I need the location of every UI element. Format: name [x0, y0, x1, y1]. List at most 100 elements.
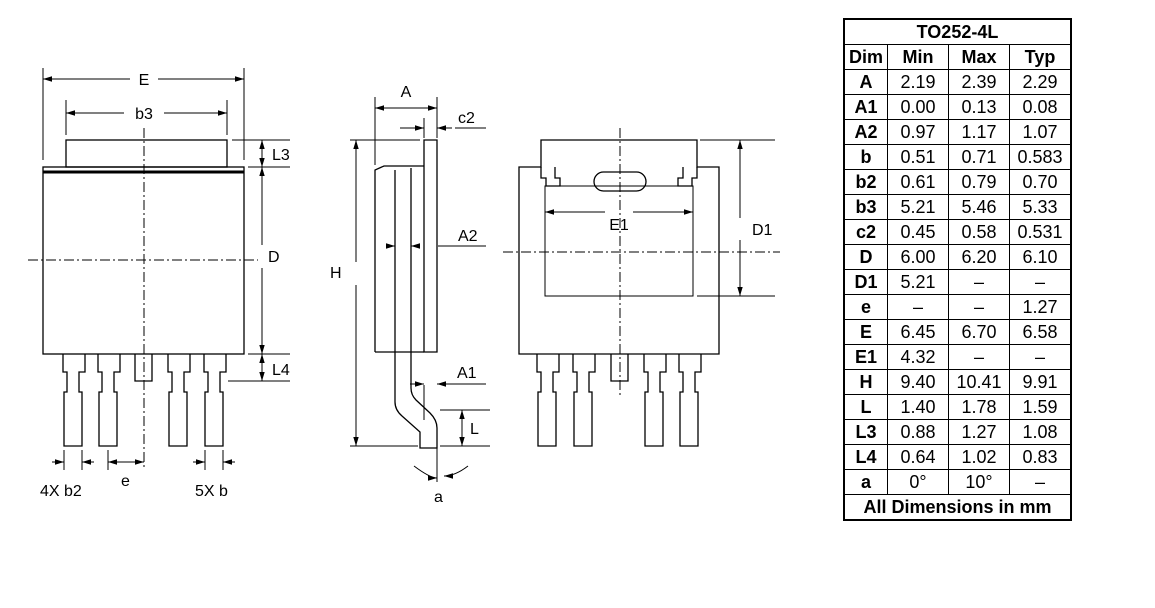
header-max: Max [948, 44, 1010, 70]
cell-max: 1.27 [948, 419, 1010, 445]
front-tab [65, 139, 228, 168]
dim-label-D: D [268, 249, 280, 266]
cell-min: 0° [887, 469, 949, 495]
dim-label-L3: L3 [272, 147, 290, 164]
cell-dim: b [843, 144, 888, 170]
cell-typ: 0.583 [1009, 144, 1072, 170]
cell-dim: E1 [843, 344, 888, 370]
package-outline-drawing: E b3 L3 D L4 4X b2 e 5X b [28, 68, 780, 506]
cell-typ: 6.10 [1009, 244, 1072, 270]
header-dim: Dim [843, 44, 888, 70]
cell-max: 10° [948, 469, 1010, 495]
dim-label-E: E [139, 72, 150, 89]
front-leads [62, 354, 227, 447]
cell-max: 0.58 [948, 219, 1010, 245]
cell-typ: – [1009, 344, 1072, 370]
dim-label-D1: D1 [752, 222, 773, 239]
cell-dim: a [843, 469, 888, 495]
cell-typ: 5.33 [1009, 194, 1072, 220]
cell-typ: 2.29 [1009, 69, 1072, 95]
cell-typ: 0.08 [1009, 94, 1072, 120]
cell-min: 0.88 [887, 419, 949, 445]
cell-typ: 1.07 [1009, 119, 1072, 145]
cell-dim: L [843, 394, 888, 420]
cell-min: – [887, 294, 949, 320]
cell-dim: e [843, 294, 888, 320]
cell-max: 1.17 [948, 119, 1010, 145]
cell-typ: 1.27 [1009, 294, 1072, 320]
cell-dim: A1 [843, 94, 888, 120]
back-leads [536, 354, 702, 447]
cell-min: 0.51 [887, 144, 949, 170]
back-view [503, 128, 780, 447]
cell-min: 2.19 [887, 69, 949, 95]
table-header-row: Dim Min Max Typ [843, 44, 1072, 70]
cell-typ: 0.531 [1009, 219, 1072, 245]
header-typ: Typ [1009, 44, 1072, 70]
cell-max: 0.71 [948, 144, 1010, 170]
cell-max: 2.39 [948, 69, 1010, 95]
cell-max: – [948, 269, 1010, 295]
table-footer: All Dimensions in mm [843, 494, 1072, 521]
cell-min: 5.21 [887, 269, 949, 295]
dim-label-c2: c2 [458, 110, 475, 127]
back-exposed-pad [544, 185, 694, 297]
cell-max: 5.46 [948, 194, 1010, 220]
cell-dim: E [843, 319, 888, 345]
dim-label-e: e [121, 473, 130, 490]
cell-min: 6.00 [887, 244, 949, 270]
cell-max: 6.20 [948, 244, 1010, 270]
cell-max: 1.02 [948, 444, 1010, 470]
dim-label-L: L [470, 421, 479, 438]
cell-dim: b2 [843, 169, 888, 195]
front-view [28, 68, 290, 470]
cell-max: 0.13 [948, 94, 1010, 120]
table-footer-row: All Dimensions in mm [843, 494, 1072, 521]
dim-label-A2: A2 [458, 228, 478, 245]
dim-label-E1: E1 [609, 217, 629, 234]
dim-label-L4: L4 [272, 362, 290, 379]
dim-label-a: a [434, 489, 443, 506]
cell-min: 5.21 [887, 194, 949, 220]
cell-max: 10.41 [948, 369, 1010, 395]
dim-label-b3: b3 [135, 106, 153, 123]
dim-label-b2: 4X b2 [40, 483, 82, 500]
cell-dim: D [843, 244, 888, 270]
cell-typ: 1.59 [1009, 394, 1072, 420]
cell-dim: b3 [843, 194, 888, 220]
cell-min: 0.64 [887, 444, 949, 470]
table-title-row: TO252-4L [843, 18, 1072, 45]
cell-min: 0.97 [887, 119, 949, 145]
cell-max: 0.79 [948, 169, 1010, 195]
cell-typ: 1.08 [1009, 419, 1072, 445]
cell-typ: 0.70 [1009, 169, 1072, 195]
header-min: Min [887, 44, 949, 70]
cell-min: 0.00 [887, 94, 949, 120]
cell-typ: 0.83 [1009, 444, 1072, 470]
dim-label-A: A [401, 84, 412, 101]
cell-max: – [948, 294, 1010, 320]
cell-max: 1.78 [948, 394, 1010, 420]
cell-min: 4.32 [887, 344, 949, 370]
cell-dim: c2 [843, 219, 888, 245]
dim-label-A1: A1 [457, 365, 477, 382]
cell-dim: H [843, 369, 888, 395]
cell-dim: A [843, 69, 888, 95]
dim-label-b: 5X b [195, 483, 228, 500]
cell-max: 6.70 [948, 319, 1010, 345]
cell-typ: – [1009, 269, 1072, 295]
